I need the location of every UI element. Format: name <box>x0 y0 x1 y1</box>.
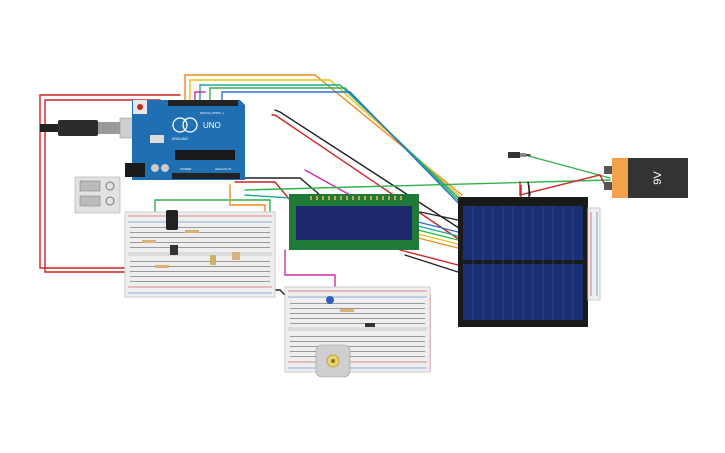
wire-lcd-bundle-5[interactable] <box>417 237 459 249</box>
wire-red-left-2[interactable] <box>44 99 161 273</box>
wire-lcd-bundle-1[interactable] <box>417 221 459 233</box>
breadboard-mini[interactable] <box>587 207 601 301</box>
wire-red-battery[interactable] <box>519 174 606 196</box>
led-blue-icon[interactable] <box>326 296 334 304</box>
digital-label: DIGITAL (PWM ~) <box>200 111 224 115</box>
piezo-icon[interactable] <box>508 152 526 158</box>
diode-icon[interactable] <box>210 255 216 265</box>
power-label: POWER <box>180 167 192 171</box>
solar-panel[interactable] <box>458 185 588 327</box>
wire-lcd-black[interactable] <box>404 254 459 273</box>
wire-magenta-top[interactable] <box>194 91 206 101</box>
battery-9v[interactable]: 9V <box>604 158 688 198</box>
arduino-brand-label: ARDUINO <box>172 137 188 141</box>
wire-blue-top[interactable] <box>221 91 471 216</box>
dc-motor-icon[interactable] <box>315 344 351 378</box>
wire-lcd-bundle-2[interactable] <box>417 225 459 237</box>
resistor-icon-2[interactable] <box>155 265 169 268</box>
wire-green-left[interactable] <box>154 199 271 216</box>
breadboard-left[interactable] <box>124 210 276 298</box>
wire-black-top[interactable] <box>274 109 463 231</box>
arduino-model-label: UNO <box>203 121 221 130</box>
resistor-icon-lower[interactable] <box>340 309 354 312</box>
wire-green-top[interactable] <box>209 87 469 211</box>
atmega-chip <box>175 150 235 160</box>
diode-icon-lower[interactable] <box>365 323 375 327</box>
arduino-logo-icon <box>172 117 188 133</box>
battery-label: 9V <box>652 171 664 185</box>
breadboard-lower[interactable] <box>284 286 431 373</box>
potentiometer-icon[interactable] <box>232 252 240 260</box>
analog-label: ANALOG IN <box>215 167 231 171</box>
wire-black-lcd-2[interactable] <box>419 211 459 221</box>
wire-green-battery[interactable] <box>524 154 611 179</box>
digital-header <box>168 100 238 106</box>
wire-red-lcd[interactable] <box>234 181 291 201</box>
lcd-screen <box>296 206 412 240</box>
analog-header <box>172 173 240 179</box>
wire-lcd-bundle-3[interactable] <box>417 229 459 241</box>
wire-black-lcd[interactable] <box>244 177 321 196</box>
arduino-uno-board[interactable]: UNO ARDUINO DIGITAL (PWM ~) ANALOG IN PO… <box>125 100 245 180</box>
usb-cable-icon[interactable] <box>40 117 147 139</box>
resistor-icon-3[interactable] <box>185 230 199 233</box>
transistor-icon[interactable] <box>170 245 178 255</box>
capacitor-icon[interactable] <box>166 210 178 230</box>
crystal <box>150 135 164 143</box>
resistor-icon[interactable] <box>142 240 156 243</box>
lcd-display[interactable] <box>289 194 419 250</box>
wire-orange-top[interactable] <box>184 74 463 196</box>
reset-button[interactable] <box>137 104 143 110</box>
wire-orange-left[interactable] <box>229 184 266 216</box>
wire-lcd-bundle-4[interactable] <box>417 233 459 245</box>
wire-magenta-lcd[interactable] <box>304 169 351 196</box>
slide-switch-icon[interactable] <box>74 176 121 214</box>
wire-red-left[interactable] <box>39 94 181 269</box>
power-jack <box>125 163 145 177</box>
wire-lcd-red[interactable] <box>399 249 459 266</box>
wire-green-battery-2[interactable] <box>244 179 611 191</box>
